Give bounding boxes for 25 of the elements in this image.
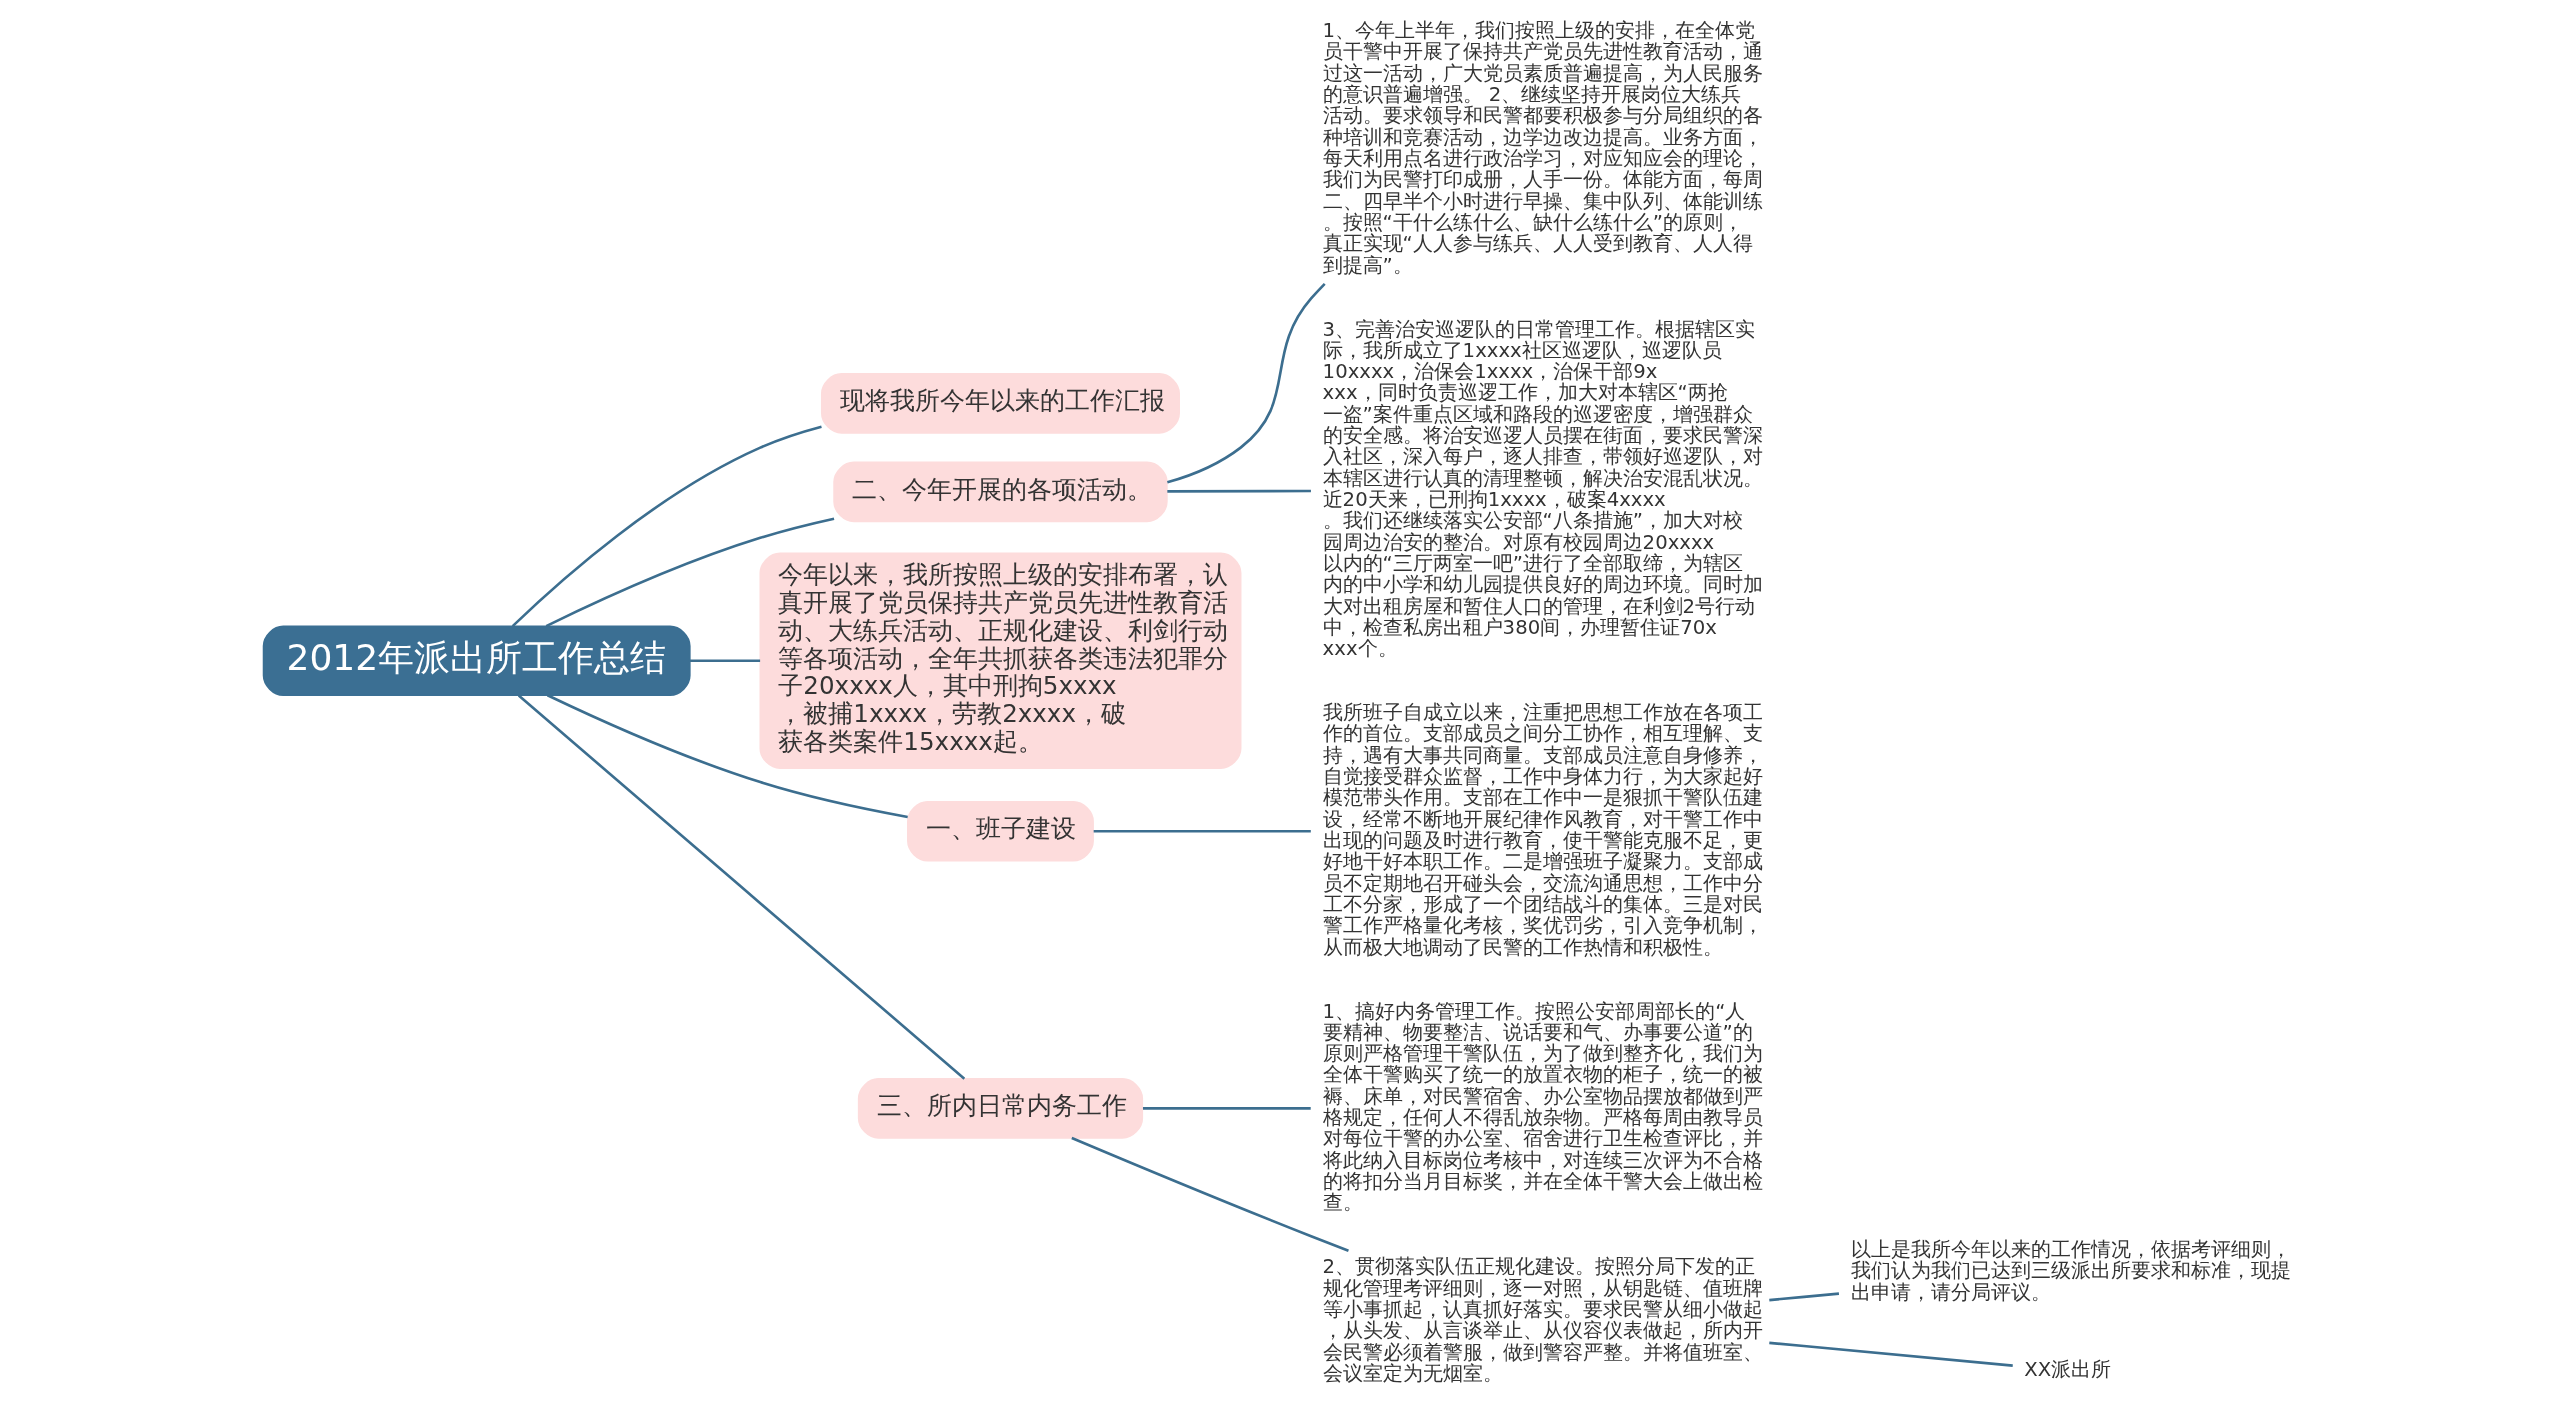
connector	[517, 694, 966, 1080]
connector	[1143, 1107, 1311, 1110]
node-text: 1、搞好内务管理工作。按照公安部周部长的“人要精神、物要整洁、说话要和气、办事要公道”的原则严格管理干警队伍，为了做到整齐化，我们为全体干警购买了统一的放置衣物的柜子，统一的被褥、床单，对民警宿舍、办公室物品摆放都做到严格规定，任何人不得乱放杂物。严格每周由教导员对每位干警的办公室、宿舍进行卫生检查评比，并将此纳入目标岗位考核中，对连续三次评为不合格的将扣分当月目标奖，并在全体干警大会上做出检查。	[1322, 999, 1763, 1215]
connector	[690, 659, 761, 663]
connector	[1071, 1136, 1349, 1252]
connector	[545, 517, 835, 628]
node-text: 1、今年上半年，我们按照上级的安排，在全体党员干警中开展了保持共产党员先进性教育活动，通过这一活动，广大党员素质普遍提高，为人民服务的意识普遍增强。 2、继续坚持开展岗位大练兵活动。要求领导和民警都要积极参与分局组织的各种培训和竞赛活动，边学边改边提高。业务方面，每天利用点名进行政治学习，对应知应会的理论，我们为民警打印成册，人手一份。体能方面，每周二、四早半个小时进行早操、集中队列、体能训练。按照“干什么练什么、缺什么练什么”的原则，真正实现“人人参与练兵、人人受到教育、人人得到提高”。	[1322, 19, 1763, 277]
node-text: XX派出所	[2024, 1357, 2112, 1381]
node-text: 2、贯彻落实队伍正规化建设。按照分局下发的正规化管理考评细则，逐一对照，从钥匙链、值班牌等小事抓起，认真抓好落实。要求民警从细小做起，从头发、从言谈举止、从仪容仪表做起，所内开会民警必须着警服，做到警容严整。并将值班室、会议室定为无烟室。	[1322, 1255, 1763, 1385]
connector	[1167, 282, 1326, 484]
node-box: 一、班子建设	[907, 800, 1094, 862]
node-text: 3、完善治安巡逻队的日常管理工作。根据辖区实际，我所成立了1xxxx社区巡逻队，巡逻队员10xxxx，治保会1xxxx，治保干部9xxxx，同时负责巡逻工作，加大对本辖区“两抢一盗”案件重点区域和路段的巡逻密度，增强群众的安全感。将治安巡逻人员摆在街面，要求民警深入社区，深入每户，逐人排查，带领好巡逻队，对本辖区进行认真的清理整顿，解决治安混乱状况。近20天来，已刑拘1xxxx，破案4xxxx。我们还继续落实公安部“八条措施”，加大对校园周边治安的整治。对原有校园周边20xxxx以内的“三厅两室一吧”进行了全部取缔，为辖区内的中小学和幼儿园提供良好的周边环境。同时加大对出租房屋和暂住人口的管理，在利剑2号行动中，检查私房出租户380间，办理暂住证70xxxx个。	[1322, 317, 1763, 661]
connector	[1769, 1292, 1840, 1302]
node-text: 我所班子自成立以来，注重把思想工作放在各项工作的首位。支部成员之间分工协作，相互理解、支持，遇有大事共同商量。支部成员注意自身修养，自觉接受群众监督，工作中身体力行，为大家起好模范带头作用。支部在工作中一是狠抓干警队伍建设，经常不断地开展纪律作风教育，对干警工作中出现的问题及时进行教育，使干警能克服不足，更好地干好本职工作。二是增强班子凝聚力。支部成员不定期地召开碰头会，交流沟通思想，工作中分工不分家，形成了一个团结战斗的集体。三是对民警工作严格量化考核，奖优罚劣，引入竞争机制，从而极大地调动了民警的工作热情和积极性。	[1322, 701, 1763, 959]
node-box: 现将我所今年以来的工作汇报	[820, 373, 1180, 434]
node-box: 今年以来，我所按照上级的安排布署，认真开展了党员保持共产党员先进性教育活动、大练兵活动、正规化建设、利剑行动等各项活动，全年共抓获各类违法犯罪分子20xxxx人，其中刑拘5xxxx，被捕1xxxx，劳教2xxxx，破获各类案件15xxxx起。	[759, 552, 1242, 769]
node-box: 三、所内日常内务工作	[857, 1078, 1144, 1139]
node-text: 以上是我所今年以来的工作情况，依据考评细则，我们认为我们已达到三级派出所要求和标准，现提出申请，请分局评议。	[1850, 1238, 2291, 1304]
node-box: 二、今年开展的各项活动。	[833, 461, 1168, 523]
connector	[546, 694, 908, 819]
connector	[1167, 489, 1311, 493]
node-box: 2012年派出所工作总结	[262, 625, 691, 697]
connector	[1769, 1341, 2013, 1367]
connector	[1093, 829, 1311, 833]
connector	[511, 425, 822, 628]
